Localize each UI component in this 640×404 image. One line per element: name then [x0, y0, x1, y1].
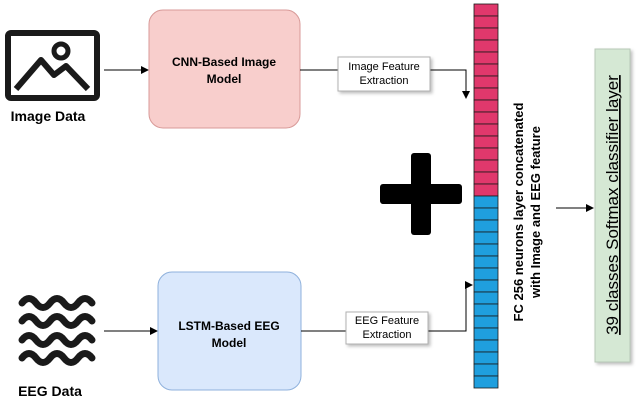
fc-eeg-cell [473, 219, 499, 233]
cnn-model-title: CNN-Based Image [172, 55, 276, 69]
fc-image-cell [473, 171, 499, 185]
cnn-model-subtitle: Model [207, 72, 242, 86]
fc-eeg-cell [473, 339, 499, 353]
lstm-model-title: LSTM-Based EEG [178, 319, 279, 333]
fc-image-cell [473, 63, 499, 77]
fc-eeg-cell [473, 315, 499, 329]
fc-layer-label-line2: with Image and EEG feature [528, 126, 543, 299]
fc-image-cell [473, 27, 499, 41]
plus-icon [380, 153, 462, 235]
softmax-classifier-label: 39 classes Softmax classifier layer [603, 75, 622, 335]
waves-icon [18, 295, 96, 366]
fc-eeg-cell [473, 207, 499, 221]
fc-layer-column [473, 3, 499, 389]
fc-eeg-cell [473, 267, 499, 281]
fc-image-cell [473, 123, 499, 137]
fc-eeg-cell [473, 351, 499, 365]
eeg-data-label: EEG Data [18, 383, 82, 399]
fc-layer-label-line1: FC 256 neurons layer concatenated [511, 102, 526, 321]
image-data-label: Image Data [11, 108, 86, 124]
fc-image-cell [473, 39, 499, 53]
fc-eeg-cell [473, 255, 499, 269]
image-feature-line2: Extraction [360, 75, 409, 87]
fc-image-cell [473, 87, 499, 101]
eeg-feature-line1: EEG Feature [355, 315, 419, 327]
fc-image-cell [473, 147, 499, 161]
fc-image-cell [473, 51, 499, 65]
fc-image-cell [473, 111, 499, 125]
fc-eeg-cell [473, 375, 499, 389]
image-feature-box: Image Feature Extraction [337, 56, 431, 92]
fc-eeg-cell [473, 303, 499, 317]
lstm-model-subtitle: Model [212, 336, 247, 350]
image-feature-line1: Image Feature [348, 61, 420, 73]
fc-image-cell [473, 183, 499, 197]
cnn-model-box [148, 9, 301, 129]
eeg-feature-line2: Extraction [363, 329, 412, 341]
fc-eeg-cell [473, 195, 499, 209]
image-icon [5, 30, 100, 101]
fc-image-cell [473, 135, 499, 149]
fc-image-cell [473, 159, 499, 173]
fc-eeg-cell [473, 291, 499, 305]
fc-eeg-cell [473, 231, 499, 245]
fc-image-cell [473, 99, 499, 113]
fc-eeg-cell [473, 363, 499, 377]
fc-image-cell [473, 75, 499, 89]
fc-eeg-cell [473, 279, 499, 293]
fc-eeg-cell [473, 327, 499, 341]
softmax-classifier-box [594, 48, 631, 363]
eeg-feature-box: EEG Feature Extraction [345, 311, 429, 345]
fc-image-cell [473, 3, 499, 17]
fc-eeg-cell [473, 243, 499, 257]
fc-image-cell [473, 15, 499, 29]
